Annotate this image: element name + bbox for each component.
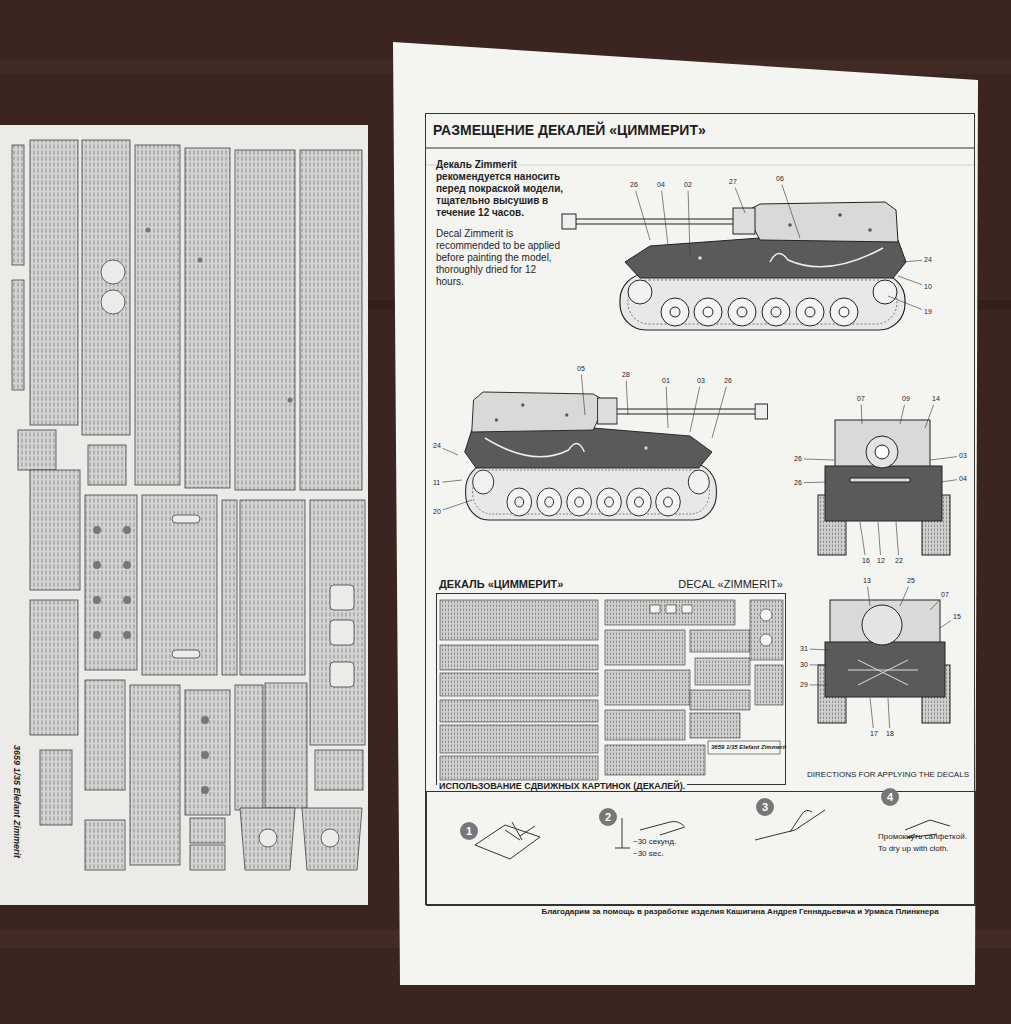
step-circle: 3	[756, 798, 774, 816]
note-ru: Декаль Zimmerit рекомендуется наносить п…	[436, 159, 564, 219]
step-circle: 1	[460, 822, 478, 840]
leader-line	[804, 459, 834, 460]
callout-number: 02	[684, 181, 692, 189]
leader-line	[626, 381, 628, 415]
callout-number: 03	[697, 377, 705, 385]
sheet-imprint: 3659 1/35 Elefant Zimmerit	[711, 744, 786, 751]
callout-number: 04	[657, 181, 665, 189]
leader-line	[930, 457, 957, 460]
box-title-en: DECAL «ZIMMERIT»	[678, 578, 783, 590]
step-number: 4	[887, 792, 893, 803]
callout-number: 16	[862, 557, 870, 565]
step-note: To dry up with cloth.	[878, 845, 949, 854]
leader-line	[888, 698, 890, 728]
callout-number: 26	[794, 455, 802, 463]
callout-number: 28	[622, 371, 630, 379]
step-note: ~30 секунд.	[633, 838, 676, 847]
callout-number: 12	[877, 557, 885, 565]
callout-number: 24	[924, 256, 932, 264]
step-note: ~30 sec.	[633, 850, 663, 859]
leader-line	[636, 191, 650, 240]
callout-number: 07	[857, 395, 865, 403]
decal-layout-box: ДЕКАЛЬ «ЦИММЕРИТ»DECAL «ZIMMERIT»	[436, 593, 786, 785]
sheet-imprint: 3659 1/35 Elefant Zimmerit	[12, 745, 22, 858]
callout-number: 27	[729, 178, 737, 186]
leader-line	[888, 296, 922, 310]
leader-line	[443, 448, 458, 455]
callout-number: 07	[941, 591, 949, 599]
callout-number: 22	[895, 557, 903, 565]
leader-line	[735, 188, 745, 213]
callout-number: 31	[800, 645, 808, 653]
section-title: РАЗМЕЩЕНИЕ ДЕКАЛЕЙ «ЦИММЕРИТ»	[433, 122, 706, 138]
step-number: 1	[466, 826, 472, 837]
callout-number: 11	[433, 479, 440, 487]
leader-line	[860, 522, 865, 555]
callout-number: 19	[924, 308, 932, 316]
leader-line	[925, 405, 934, 428]
leader-line	[581, 375, 585, 415]
leader-line	[896, 522, 899, 555]
callout-number: 26	[794, 479, 802, 487]
step-note: Промокнуть салфеткой.	[878, 833, 967, 842]
leader-line	[898, 276, 922, 285]
callout-number: 29	[800, 681, 808, 689]
box-title: ДЕКАЛЬ «ЦИММЕРИТ»	[439, 578, 563, 590]
leader-line	[662, 191, 668, 245]
instruction-frame: РАЗМЕЩЕНИЕ ДЕКАЛЕЙ «ЦИММЕРИТ» Декаль Zimm…	[425, 113, 975, 905]
box-heading-en: DIRECTIONS FOR APPLYING THE DECALS	[807, 770, 969, 779]
callout-number: 26	[724, 377, 732, 385]
callout-number: 24	[433, 442, 441, 450]
callout-number: 03	[959, 452, 967, 460]
leader-line	[900, 405, 905, 424]
callout-number: 05	[577, 365, 585, 373]
step-number: 2	[605, 812, 611, 823]
leader-line	[690, 387, 700, 432]
leader-line	[941, 480, 957, 482]
callout-number: 15	[953, 613, 961, 621]
callout-number: 06	[776, 175, 784, 183]
decal-sheet: 3659 1/35 Elefant Zimmerit	[0, 125, 368, 905]
leader-line	[712, 387, 726, 438]
box-heading: ИСПОЛЬЗОВАНИЕ СДВИЖНЫХ КАРТИНОК (ДЕКАЛЕЙ…	[437, 781, 687, 791]
leader-line	[870, 698, 873, 728]
leader-line	[861, 405, 863, 424]
leader-line	[900, 587, 908, 606]
step-circle: 2	[599, 808, 617, 826]
credits-line: Благодарим за помощь в разработке издели…	[520, 908, 960, 917]
leader-line	[868, 587, 870, 606]
callout-number: 17	[870, 730, 878, 738]
callout-number: 10	[924, 283, 932, 291]
leader-line	[810, 649, 829, 651]
callout-number: 04	[959, 475, 967, 483]
step-number: 3	[762, 802, 768, 813]
note-en: Decal Zimmerit is recommended to be appl…	[436, 228, 564, 288]
leader-line	[930, 601, 939, 610]
callout-number: 14	[932, 395, 940, 403]
leader-line	[878, 522, 881, 555]
step-circle: 4	[881, 788, 899, 806]
callout-number: 01	[662, 377, 670, 385]
leader-line	[688, 191, 690, 255]
callout-number: 09	[902, 395, 910, 403]
callout-number: 20	[433, 508, 441, 516]
callout-number: 26	[630, 181, 638, 189]
leader-line	[810, 684, 827, 685]
leader-line	[810, 664, 827, 665]
leader-line	[442, 480, 462, 482]
callout-number: 13	[863, 577, 871, 585]
leader-line	[666, 387, 668, 428]
leader-line	[902, 260, 922, 262]
leader-line	[940, 621, 951, 628]
leader-line	[443, 500, 472, 510]
callout-number: 18	[886, 730, 894, 738]
callout-number: 30	[800, 661, 808, 669]
callout-number: 25	[907, 577, 915, 585]
leader-line	[804, 482, 826, 484]
leader-line	[782, 185, 800, 238]
